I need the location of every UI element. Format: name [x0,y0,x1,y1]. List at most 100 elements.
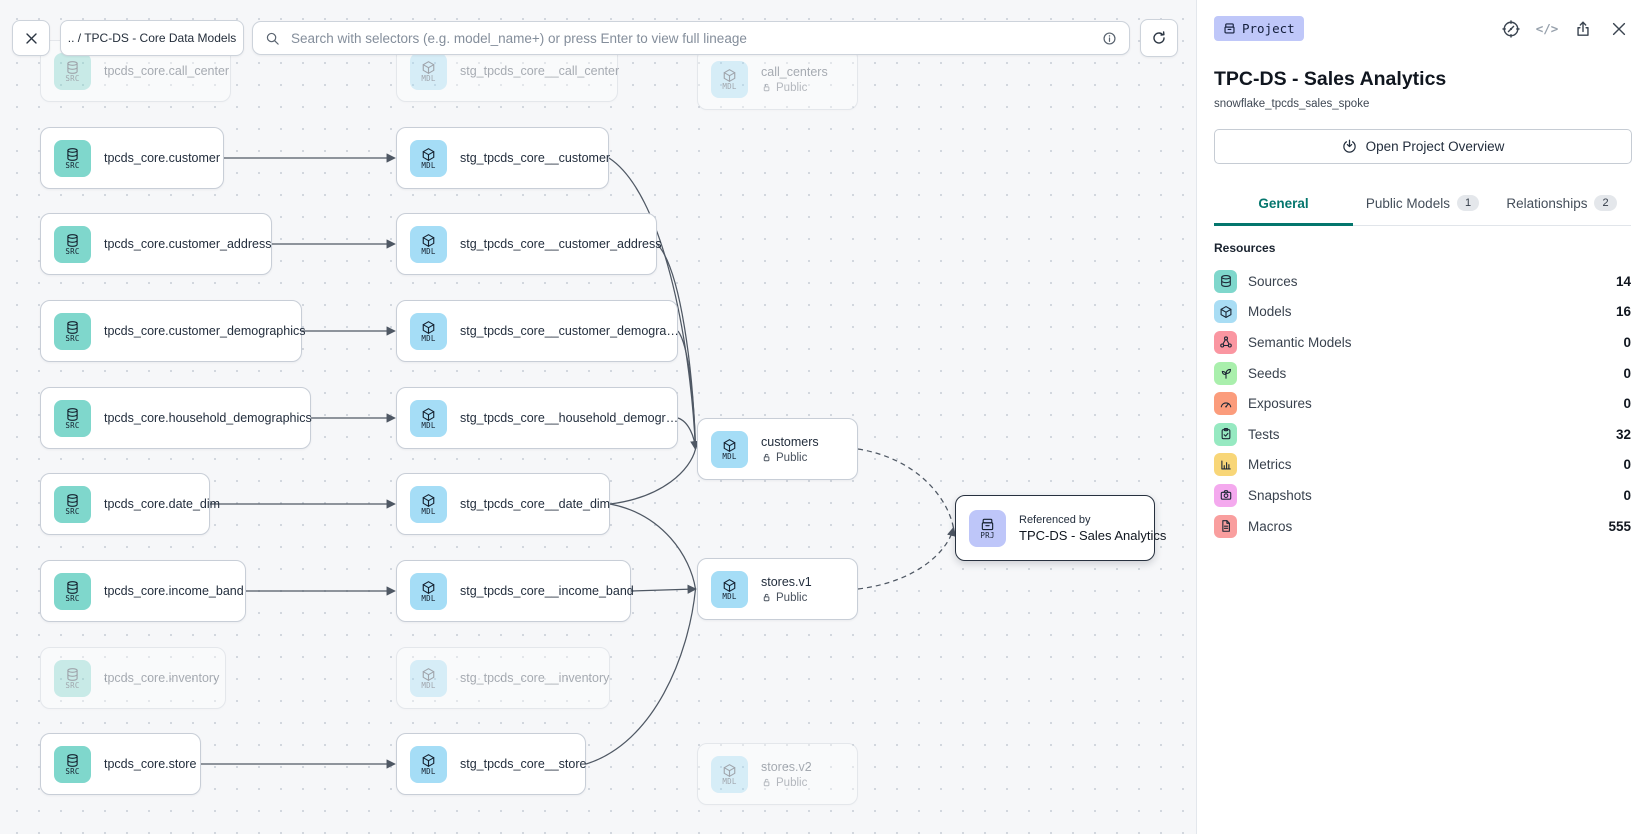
node-label: TPC-DS - Sales Analytics [1019,527,1167,543]
bar-chart-icon [1214,453,1237,477]
node-label: tpcds_core.store [104,757,197,771]
resource-label: Tests [1248,426,1280,442]
edge-mdl-customer-demographics-to-pub-customers [677,330,697,450]
lineage-node-src-date-dim[interactable]: SRC tpcds_core.date_dim [40,473,220,535]
public-label: Public [776,776,808,789]
edge-mdl-income-band-to-pub-stores-v1 [630,584,697,594]
lineage-search-bar[interactable] [252,21,1130,55]
public-label: Public [776,451,808,464]
open-project-overview-button[interactable]: Open Project Overview [1214,129,1632,164]
node-label: stores.v2 [761,759,812,774]
graph-icon [1214,330,1237,354]
lineage-node-src-household-demographics[interactable]: SRC tpcds_core.household_demographics [40,387,312,449]
node-label: stg_tpcds_core__customer [460,151,611,165]
panel-header: Project </> [1214,16,1631,41]
resource-label: Seeds [1248,365,1287,381]
compass-icon[interactable] [1499,17,1523,41]
node-label: stg_tpcds_core__income_band [460,584,634,598]
mdl-badge: MDL [711,570,748,608]
resource-row-sources: Sources 14 [1214,266,1631,297]
project-type-badge: Project [1214,16,1304,41]
resource-row-seeds: Seeds 0 [1214,358,1631,389]
breadcrumb-label: .. / TPC-DS - Core Data Models [67,31,237,45]
node-label: tpcds_core.inventory [104,671,220,685]
node-label: stg_tpcds_core__customer_demogra… [460,324,679,338]
info-icon[interactable] [1102,31,1117,46]
camera-icon [1214,483,1237,507]
node-label: tpcds_core.customer_demographics [104,324,306,338]
node-label: tpcds_core.household_demographics [104,411,312,425]
lineage-node-mdl-customer-demographics[interactable]: MDL stg_tpcds_core__customer_demogra… [396,300,679,362]
project-subtitle: snowflake_tpcds_sales_spoke [1214,98,1370,110]
node-label: stg_tpcds_core__household_demogr… [460,411,679,425]
close-icon[interactable] [1607,17,1631,41]
project-box-icon [1223,22,1236,35]
tab-general[interactable]: General [1214,185,1353,226]
node-label: tpcds_core.income_band [104,584,244,598]
mdl-badge: MDL [410,312,447,350]
src-badge: SRC [54,485,91,523]
lock-open-icon [761,777,772,788]
resource-count: 0 [1623,396,1631,412]
resource-count: 14 [1615,273,1631,289]
refresh-lineage-button[interactable] [1140,19,1178,57]
search-input[interactable] [289,29,1093,47]
mdl-badge: MDL [410,485,447,523]
src-badge: SRC [54,52,91,90]
tab-count-badge: 1 [1456,195,1480,211]
resource-count: 0 [1623,487,1631,503]
resource-count: 0 [1623,457,1631,473]
close-lineage-button[interactable] [12,20,50,56]
resource-label: Sources [1248,273,1298,289]
mdl-badge: MDL [410,52,447,90]
node-label: tpcds_core.date_dim [104,497,221,511]
node-label: customers [761,434,819,449]
resource-row-metrics: Metrics 0 [1214,450,1631,481]
tab-count-badge: 2 [1594,195,1617,211]
breadcrumb[interactable]: .. / TPC-DS - Core Data Models [60,20,244,56]
edge-mdl-household-demographics-to-pub-customers [677,417,700,451]
lineage-node-src-customer-demographics[interactable]: SRC tpcds_core.customer_demographics [40,300,306,362]
seedling-icon [1214,361,1237,385]
share-icon[interactable] [1571,17,1595,41]
mdl-badge: MDL [410,225,447,263]
file-icon [1214,514,1237,538]
resource-label: Models [1248,304,1292,320]
code-icon[interactable]: </> [1535,21,1559,36]
overview-icon [1342,139,1357,154]
node-label: call_centers [761,64,828,79]
src-badge: SRC [54,399,91,437]
resource-count: 555 [1608,518,1631,534]
resource-count: 0 [1623,365,1631,381]
lineage-node-src-inventory[interactable]: SRC tpcds_core.inventory [40,647,226,709]
src-badge: SRC [54,312,91,350]
src-badge: SRC [54,659,91,697]
resource-label: Metrics [1248,457,1292,473]
